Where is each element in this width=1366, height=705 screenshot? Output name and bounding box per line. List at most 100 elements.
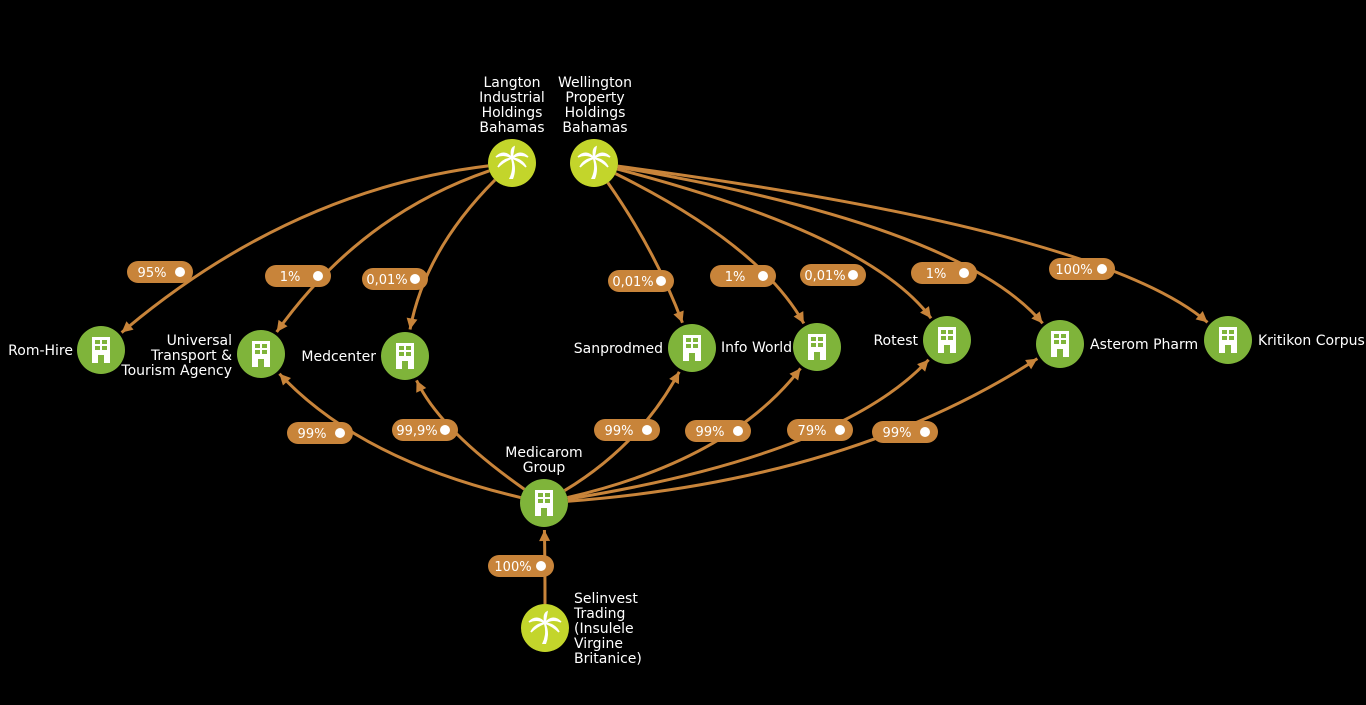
node-rotest[interactable]: Rotest [873,316,971,364]
edge-percentage-label[interactable]: 99% [872,421,938,443]
dot-icon [410,274,420,284]
edge-percentage-label[interactable]: 1% [265,265,331,287]
edge-percentage-label[interactable]: 0,01% [800,264,866,286]
edge-wellington-asterom [617,165,1044,325]
arrow-head-icon [1025,358,1038,370]
edge-percentage-label[interactable]: 99,9% [392,419,458,441]
dot-icon [848,270,858,280]
pill-background [265,265,331,287]
building-icon [938,327,956,353]
edge-percentage-label[interactable]: 79% [787,419,853,441]
dot-icon [536,561,546,571]
percentage-text: 1% [725,270,746,285]
edge-medicarom-rotest [567,358,930,501]
palm-tree-icon [577,145,611,179]
percentage-text: 95% [138,266,167,281]
pill-background [911,262,977,284]
dot-icon [642,425,652,435]
palm-tree-icon [528,610,562,644]
percentage-text: 0,01% [612,275,653,290]
percentage-text: 99,9% [396,424,437,439]
node-asterom[interactable]: Asterom Pharm [1036,320,1198,368]
percentage-text: 100% [494,560,531,575]
building-icon [1219,327,1237,353]
node-label: Rotest [873,333,918,349]
pill-background [800,264,866,286]
edge-wellington-kritikon [617,164,1209,324]
percentage-text: 1% [926,267,947,282]
node-sanprodmed[interactable]: Sanprodmed [574,324,716,372]
node-romhire[interactable]: Rom-Hire [8,326,125,374]
dot-icon [440,425,450,435]
edge-langton-romhire [120,164,489,334]
edge-percentage-label[interactable]: 99% [594,419,660,441]
node-infoworld[interactable]: Info World [721,323,841,371]
arrow-head-icon [539,529,551,542]
building-icon [396,343,414,369]
percentage-text: 99% [883,426,912,441]
arrow-head-icon [406,317,418,330]
percentage-text: 99% [298,427,327,442]
edges-layer [120,164,1209,605]
arrow-head-icon [789,368,801,381]
palm-tree-icon [495,145,529,179]
edge-medicarom-asterom [567,357,1039,503]
edge-percentage-label[interactable]: 99% [287,422,353,444]
percentage-text: 1% [280,270,301,285]
arrow-head-icon [920,306,932,319]
edge-percentage-label[interactable]: 0,01% [608,270,674,292]
arrow-head-icon [416,380,427,393]
edge-langton-medcenter [408,178,497,330]
edge-labels-layer: 95% 1% 0,01% 0,01% 1% 0,01% 1% 100% 99% 99,9% 99% 9… [127,258,1115,577]
node-label: Sanprodmed [574,341,663,357]
edge-wellington-rotest [616,167,933,320]
arrow-head-icon [669,371,680,385]
arrow-head-icon [279,373,291,386]
edge-percentage-label[interactable]: 100% [488,555,554,577]
edge-percentage-label[interactable]: 100% [1049,258,1115,280]
pill-background [872,421,938,443]
percentage-text: 0,01% [804,269,845,284]
pill-background [287,422,353,444]
arrow-head-icon [276,319,288,333]
arrow-head-icon [793,311,804,324]
dot-icon [733,426,743,436]
pill-background [710,265,776,287]
building-icon [683,335,701,361]
node-label: Kritikon Corpus [1258,333,1365,349]
node-label: Rom-Hire [8,343,73,359]
dot-icon [920,427,930,437]
edge-percentage-label[interactable]: 0,01% [362,268,428,290]
dot-icon [175,267,185,277]
building-icon [1051,331,1069,357]
arrow-head-icon [121,321,134,333]
percentage-text: 0,01% [366,273,407,288]
dot-icon [313,271,323,281]
arrow-head-icon [1195,311,1208,323]
edge-percentage-label[interactable]: 1% [710,265,776,287]
percentage-text: 99% [605,424,634,439]
pill-background [1049,258,1115,280]
node-kritikon[interactable]: Kritikon Corpus [1204,316,1365,364]
dot-icon [959,268,969,278]
edge-langton-universal [275,169,490,333]
edge-medicarom-universal [278,372,521,499]
node-medcenter[interactable]: Medcenter [301,332,429,380]
node-label: Info World [721,340,792,356]
pill-background [362,268,428,290]
edge-percentage-label[interactable]: 1% [911,262,977,284]
edge-percentage-label[interactable]: 99% [685,420,751,442]
pill-background [488,555,554,577]
dot-icon [335,428,345,438]
edge-percentage-label[interactable]: 95% [127,261,193,283]
